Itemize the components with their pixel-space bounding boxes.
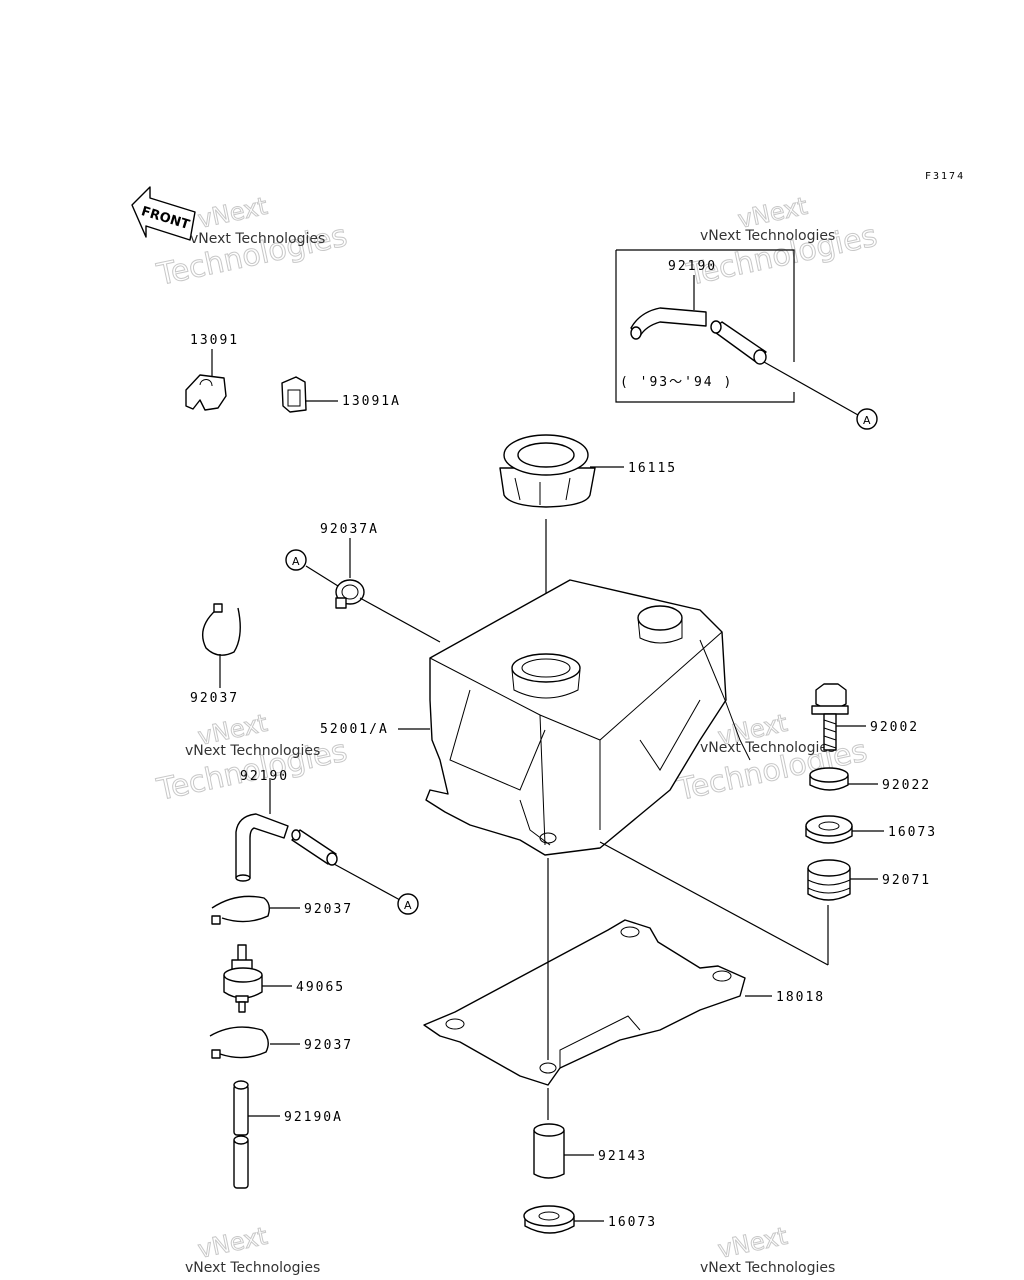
ref-a-mid: A — [404, 899, 412, 912]
label-16073-right: 16073 — [888, 825, 937, 840]
svg-text:vNext Technologies: vNext Technologies — [185, 743, 320, 759]
label-92037-low: 92037 — [304, 1038, 353, 1053]
front-arrow-icon: FRONT — [131, 186, 196, 241]
year-note: ( '93～'94 ) — [620, 375, 733, 390]
watermark: vNext Technologies vNext Technologies vN… — [153, 191, 881, 1276]
label-18018: 18018 — [776, 990, 825, 1005]
label-92190-mid: 92190 — [240, 769, 289, 784]
label-16115: 16115 — [628, 461, 677, 476]
label-49065: 49065 — [296, 980, 345, 995]
svg-text:vNext Technologies: vNext Technologies — [185, 1260, 320, 1276]
grommet-16073-right: 16073 — [805, 815, 937, 844]
fuel-cap-16115: 16115 — [499, 434, 677, 650]
grommet-16073-bottom: 16073 — [523, 1205, 657, 1234]
clip-13091: 13091 — [185, 333, 239, 411]
label-52001: 52001/A — [320, 722, 389, 737]
band-92037-low: 92037 — [209, 1026, 353, 1059]
svg-text:vNext Technologies: vNext Technologies — [700, 1260, 835, 1276]
band-92037-left: 92037 — [190, 603, 241, 706]
ref-a-left: A — [292, 555, 300, 568]
band-92037-mid: 92037 — [211, 895, 353, 925]
breather-hose-92190-mid: 92190 A — [235, 769, 419, 915]
clip-13091a: 13091A — [281, 376, 401, 413]
label-13091a: 13091A — [342, 394, 401, 409]
svg-text:vNext: vNext — [195, 1222, 269, 1264]
label-92190a: 92190A — [284, 1110, 343, 1125]
collar-92143: 92143 — [533, 1123, 647, 1179]
fuel-tank-52001: 52001/A — [320, 579, 751, 856]
bolt-92002: 92002 — [811, 683, 919, 751]
clamp-92037a: 92037A A — [285, 522, 441, 643]
guard-plate-18018: 18018 — [423, 858, 825, 1120]
label-92037-left: 92037 — [190, 691, 239, 706]
label-92037-mid: 92037 — [304, 902, 353, 917]
svg-text:vNext: vNext — [195, 192, 269, 234]
svg-text:vNext: vNext — [715, 1222, 789, 1264]
label-92143: 92143 — [598, 1149, 647, 1164]
label-92071: 92071 — [882, 873, 931, 888]
label-13091: 13091 — [190, 333, 239, 348]
figure-code: F3174 — [925, 171, 965, 182]
label-92190-top: 92190 — [668, 259, 717, 274]
fuel-filter-49065: 49065 — [223, 944, 345, 1013]
washer-92022: 92022 — [809, 767, 931, 793]
svg-text:vNext Technologies: vNext Technologies — [700, 228, 835, 244]
breather-hose-92190-top: 92190 ( '93～'94 ) A — [615, 249, 878, 430]
ref-a-top-right: A — [863, 414, 871, 427]
svg-text:vNext Technologies: vNext Technologies — [700, 740, 835, 756]
hose-92190a: 92190A — [233, 1080, 343, 1189]
damper-92071: 92071 — [599, 841, 931, 966]
svg-text:vNext Technologies: vNext Technologies — [190, 231, 325, 247]
label-92002: 92002 — [870, 720, 919, 735]
label-92022: 92022 — [882, 778, 931, 793]
label-16073-bottom: 16073 — [608, 1215, 657, 1230]
label-92037a: 92037A — [320, 522, 379, 537]
